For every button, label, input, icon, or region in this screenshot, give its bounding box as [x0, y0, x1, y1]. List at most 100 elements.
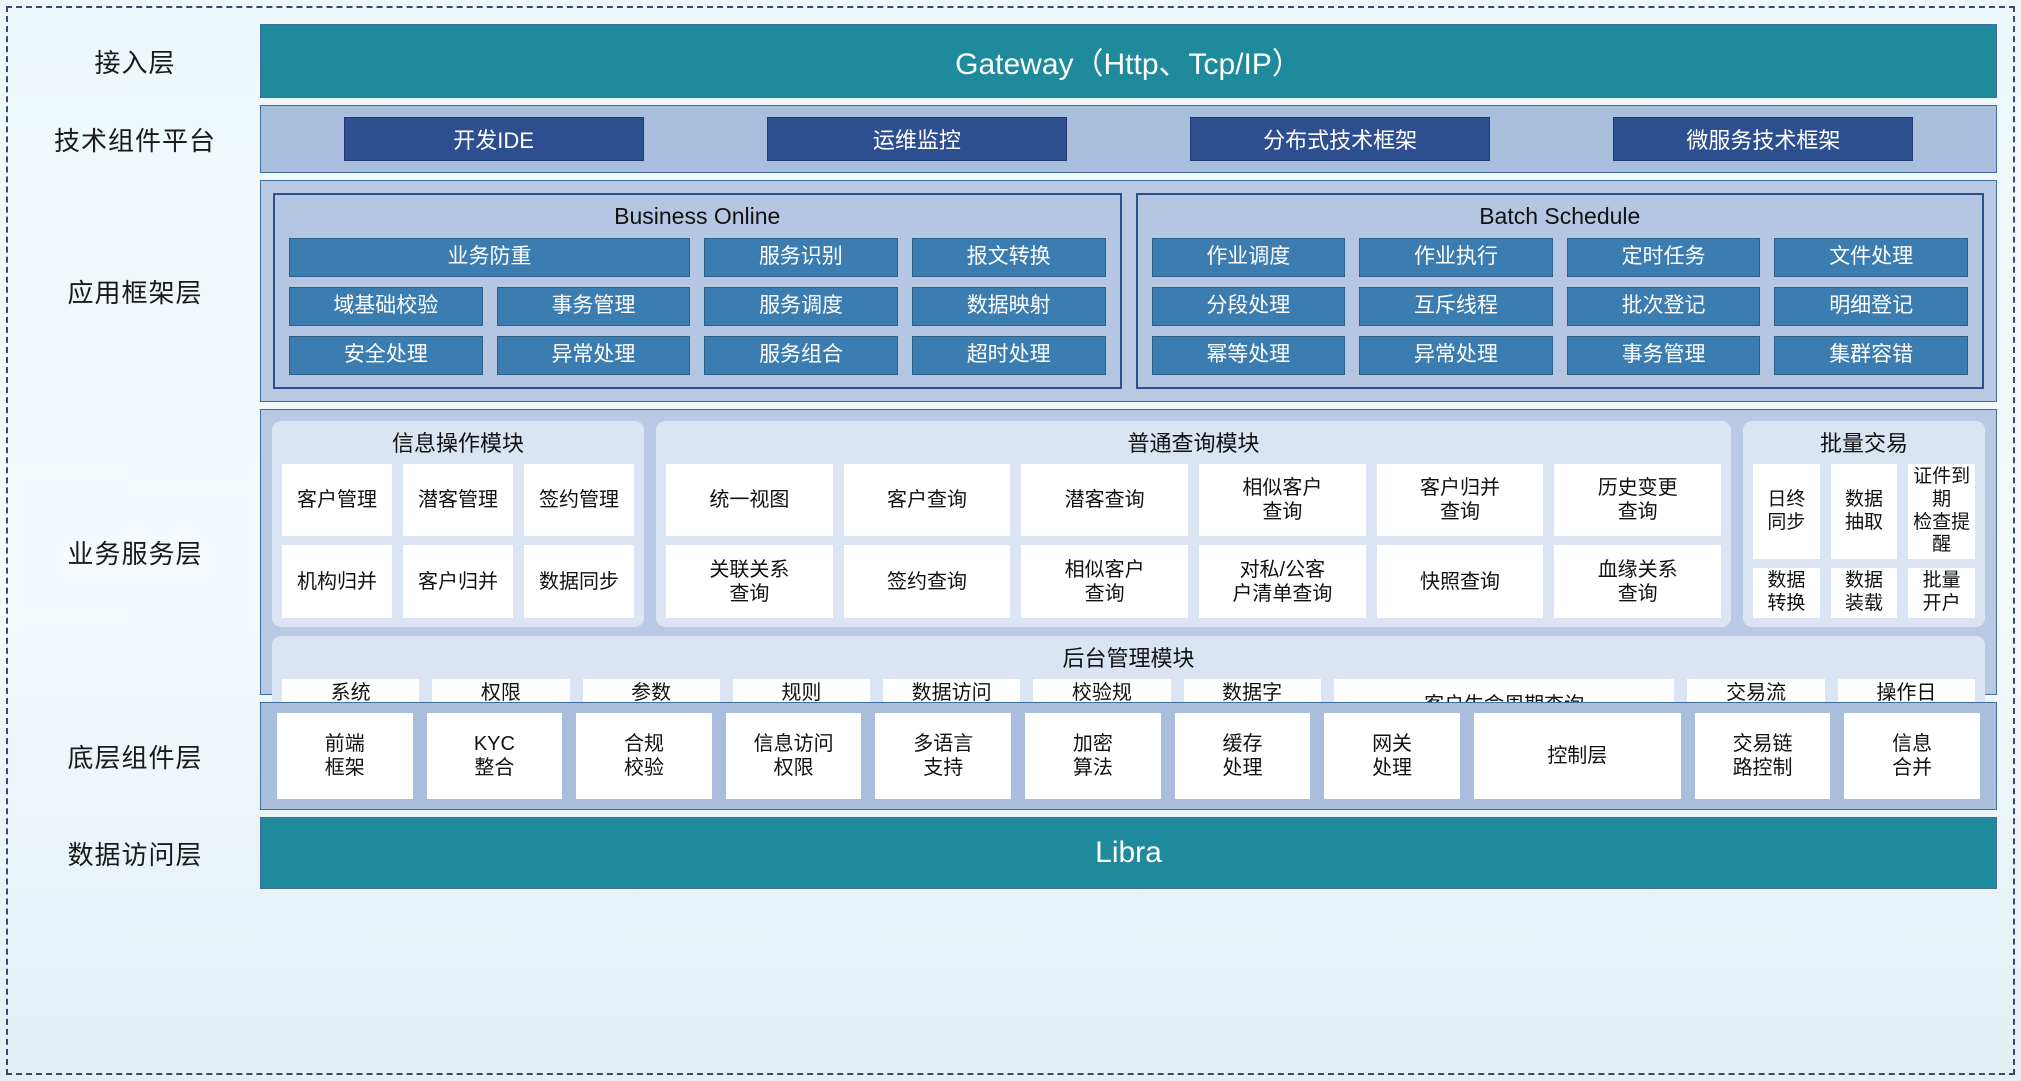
- base-cell[interactable]: 合规校验: [576, 713, 712, 799]
- app-cell[interactable]: 服务识别: [703, 238, 898, 277]
- libra-label: Libra: [1095, 836, 1162, 869]
- module-cell[interactable]: 对私/公客户清单查询: [1199, 545, 1366, 618]
- module-cell[interactable]: 客户归并查询: [1376, 464, 1544, 537]
- app-cell[interactable]: 批次登记: [1566, 287, 1761, 326]
- app-cell[interactable]: 报文转换: [911, 238, 1106, 277]
- module-cell[interactable]: 数据同步: [524, 545, 634, 618]
- app-cell[interactable]: 事务管理: [496, 287, 691, 326]
- module-cell[interactable]: 签约查询: [843, 545, 1011, 618]
- module-cell[interactable]: 证件到期检查提醒: [1908, 464, 1976, 560]
- module-cell[interactable]: 统一视图: [666, 464, 833, 537]
- app-cell[interactable]: 明细登记: [1774, 287, 1968, 326]
- base-cell[interactable]: 信息合并: [1844, 713, 1980, 799]
- tech-chip-ops-monitor[interactable]: 运维监控: [766, 117, 1067, 161]
- module-title-batch-transaction: 批量交易: [1819, 431, 1908, 456]
- app-row: 分段处理 互斥线程 批次登记 明细登记: [1151, 287, 1968, 326]
- module-rows-general-query: 统一视图 客户查询 潜客查询 相似客户查询 客户归并查询 历史变更查询 关联关系…: [666, 464, 1722, 618]
- module-cell[interactable]: 数据装载: [1830, 568, 1898, 618]
- app-cell[interactable]: 域基础校验: [289, 287, 483, 326]
- layer-label-tech-platform: 技术组件平台: [53, 125, 216, 156]
- base-cell[interactable]: 网关处理: [1324, 713, 1460, 799]
- module-cell[interactable]: 机构归并: [282, 545, 392, 618]
- app-cell[interactable]: 安全处理: [289, 336, 483, 375]
- module-cell[interactable]: 数据转换: [1753, 568, 1820, 618]
- module-row: 客户管理 潜客管理 签约管理: [282, 464, 634, 537]
- module-row: 机构归并 客户归并 数据同步: [282, 545, 634, 618]
- layer-label-app-framework: 应用框架层: [67, 277, 203, 308]
- app-group-rows-batch-schedule: 作业调度 作业执行 定时任务 文件处理 分段处理 互斥线程 批次登记 明细登记 …: [1151, 238, 1968, 375]
- module-row: 日终同步 数据抽取 证件到期检查提醒: [1753, 464, 1976, 560]
- module-row: 数据转换 数据装载 批量开户: [1753, 568, 1976, 618]
- base-cell[interactable]: 缓存处理: [1174, 713, 1311, 799]
- app-row: 作业调度 作业执行 定时任务 文件处理: [1151, 238, 1968, 277]
- module-cell[interactable]: 潜客查询: [1021, 464, 1189, 537]
- module-batch-transaction: 批量交易 日终同步 数据抽取 证件到期检查提醒 数据转换 数据装载 批量开户: [1743, 421, 1985, 627]
- app-row: 幂等处理 异常处理 事务管理 集群容错: [1151, 336, 1968, 375]
- app-framework-band: Business Online 业务防重 服务识别 报文转换 域基础校验 事务管…: [260, 180, 1997, 402]
- app-row: 业务防重 服务识别 报文转换: [289, 238, 1106, 277]
- module-rows-info-operation: 客户管理 潜客管理 签约管理 机构归并 客户归并 数据同步: [282, 464, 634, 618]
- app-cell[interactable]: 业务防重: [289, 238, 690, 277]
- app-row: 安全处理 异常处理 服务组合 超时处理: [289, 336, 1106, 375]
- module-general-query: 普通查询模块 统一视图 客户查询 潜客查询 相似客户查询 客户归并查询 历史变更…: [656, 421, 1731, 627]
- libra-bar: Libra: [260, 817, 1997, 889]
- app-cell[interactable]: 服务组合: [704, 336, 898, 375]
- tech-component-band: 开发IDE 运维监控 分布式技术框架 微服务技术框架: [260, 105, 1997, 173]
- module-cell[interactable]: 数据抽取: [1830, 464, 1898, 560]
- module-cell[interactable]: 关联关系查询: [666, 545, 833, 618]
- tech-chip-dev-ide[interactable]: 开发IDE: [343, 117, 644, 161]
- tech-chip-distributed-framework[interactable]: 分布式技术框架: [1190, 117, 1491, 161]
- app-cell[interactable]: 集群容错: [1774, 336, 1968, 375]
- layer-label-data-access: 数据访问层: [67, 839, 203, 870]
- module-info-operation: 信息操作模块 客户管理 潜客管理 签约管理 机构归并 客户归并 数据同步: [272, 421, 644, 627]
- base-cell[interactable]: 交易链路控制: [1694, 713, 1831, 799]
- base-cell[interactable]: 控制层: [1473, 713, 1681, 799]
- app-cell[interactable]: 超时处理: [911, 336, 1106, 375]
- module-cell[interactable]: 血缘关系查询: [1554, 545, 1722, 618]
- app-cell[interactable]: 互斥线程: [1359, 287, 1553, 326]
- module-cell[interactable]: 相似客户查询: [1199, 464, 1366, 537]
- app-cell[interactable]: 数据映射: [911, 287, 1106, 326]
- module-cell[interactable]: 日终同步: [1753, 464, 1820, 560]
- app-cell[interactable]: 作业执行: [1359, 238, 1553, 277]
- app-group-title-business-online: Business Online: [614, 203, 781, 229]
- module-cell[interactable]: 批量开户: [1908, 568, 1976, 618]
- module-cell[interactable]: 潜客管理: [403, 464, 513, 537]
- app-cell[interactable]: 异常处理: [496, 336, 691, 375]
- app-group-title-batch-schedule: Batch Schedule: [1479, 203, 1641, 229]
- app-row: 域基础校验 事务管理 服务调度 数据映射: [289, 287, 1106, 326]
- gateway-label: Gateway（Http、Tcp/IP）: [955, 48, 1302, 81]
- gateway-bar: Gateway（Http、Tcp/IP）: [260, 24, 1997, 98]
- module-cell[interactable]: 签约管理: [524, 464, 634, 537]
- business-top-modules: 信息操作模块 客户管理 潜客管理 签约管理 机构归并 客户归并 数据同步: [272, 421, 1985, 627]
- app-cell[interactable]: 服务调度: [704, 287, 898, 326]
- tech-chip-microservice-framework[interactable]: 微服务技术框架: [1613, 117, 1914, 161]
- module-cell[interactable]: 快照查询: [1376, 545, 1544, 618]
- layer-label-access: 接入层: [94, 47, 176, 78]
- app-cell[interactable]: 定时任务: [1566, 238, 1761, 277]
- module-cell[interactable]: 历史变更查询: [1554, 464, 1722, 537]
- module-cell[interactable]: 相似客户查询: [1021, 545, 1189, 618]
- app-cell[interactable]: 事务管理: [1566, 336, 1761, 375]
- app-cell[interactable]: 幂等处理: [1151, 336, 1346, 375]
- module-cell[interactable]: 客户归并: [403, 545, 513, 618]
- module-cell[interactable]: 客户管理: [282, 464, 392, 537]
- base-cell[interactable]: 前端框架: [277, 713, 413, 799]
- layer-grid: 接入层 Gateway（Http、Tcp/IP） 技术组件平台 开发IDE 运维…: [10, 10, 2011, 1071]
- layer-label-business-service: 业务服务层: [67, 538, 203, 569]
- business-service-band: 信息操作模块 客户管理 潜客管理 签约管理 机构归并 客户归并 数据同步: [260, 409, 1997, 740]
- base-cell[interactable]: 信息访问权限: [725, 713, 862, 799]
- app-cell[interactable]: 作业调度: [1151, 238, 1346, 277]
- base-cell[interactable]: 加密算法: [1025, 713, 1161, 799]
- app-cell[interactable]: 分段处理: [1151, 287, 1346, 326]
- diagram-outer-border: [6, 6, 2015, 1075]
- app-cell[interactable]: 文件处理: [1774, 238, 1968, 277]
- app-group-batch-schedule: Batch Schedule 作业调度 作业执行 定时任务 文件处理 分段处理 …: [1135, 193, 1984, 389]
- module-cell[interactable]: 客户查询: [843, 464, 1011, 537]
- base-cell[interactable]: 多语言支持: [875, 713, 1012, 799]
- app-cell[interactable]: 异常处理: [1359, 336, 1553, 375]
- module-row: 关联关系查询 签约查询 相似客户查询 对私/公客户清单查询 快照查询 血缘关系查…: [666, 545, 1722, 618]
